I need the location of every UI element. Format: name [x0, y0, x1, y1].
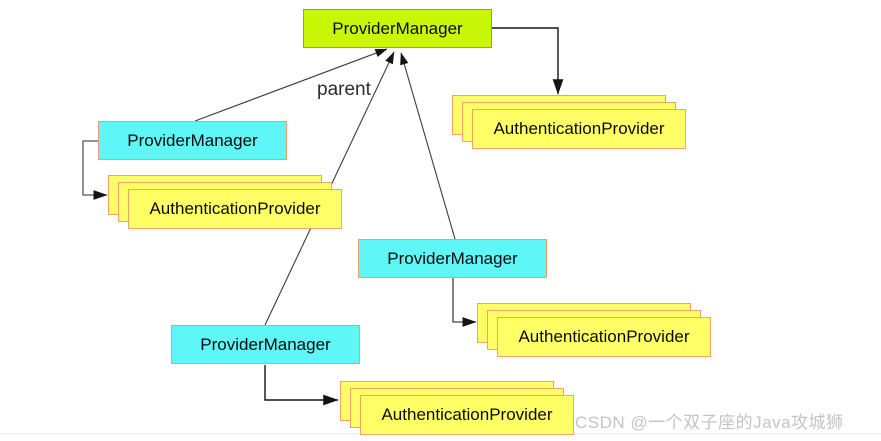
- bottom-providers-stack: AuthenticationProvider: [340, 381, 574, 435]
- bottom-provider-manager-label: ProviderManager: [200, 334, 331, 354]
- left-provider-manager-label: ProviderManager: [127, 130, 258, 150]
- left-providers-stack: AuthenticationProvider: [108, 175, 342, 229]
- middle-providers-label: AuthenticationProvider: [518, 327, 690, 346]
- left-providers-label: AuthenticationProvider: [149, 199, 321, 218]
- bottom-providers-label: AuthenticationProvider: [381, 405, 553, 424]
- bottom-provider-manager-box: ProviderManager: [171, 325, 360, 364]
- edge-middle-parent: [400, 52, 456, 240]
- csdn-watermark: CSDN @一个双子座的Java攻城狮: [575, 413, 844, 432]
- root-providers-stack: AuthenticationProvider: [452, 95, 686, 149]
- stack-layer-front: AuthenticationProvider: [360, 395, 574, 435]
- root-provider-manager-label: ProviderManager: [332, 18, 463, 38]
- middle-providers-stack: AuthenticationProvider: [477, 303, 711, 357]
- root-provider-manager-box: ProviderManager: [303, 9, 492, 48]
- edge-root-to-providers: [492, 27, 564, 95]
- left-provider-manager-box: ProviderManager: [98, 121, 287, 160]
- middle-provider-manager-box: ProviderManager: [358, 239, 547, 278]
- stack-layer-front: AuthenticationProvider: [472, 109, 686, 149]
- middle-provider-manager-label: ProviderManager: [387, 248, 518, 268]
- stack-layer-front: AuthenticationProvider: [497, 317, 711, 357]
- root-providers-label: AuthenticationProvider: [493, 119, 665, 138]
- edge-middle-manager-to-providers: [452, 278, 477, 328]
- edge-bottom-manager-to-providers: [264, 365, 339, 406]
- parent-edge-label: parent: [317, 79, 371, 100]
- stack-layer-front: AuthenticationProvider: [128, 189, 342, 229]
